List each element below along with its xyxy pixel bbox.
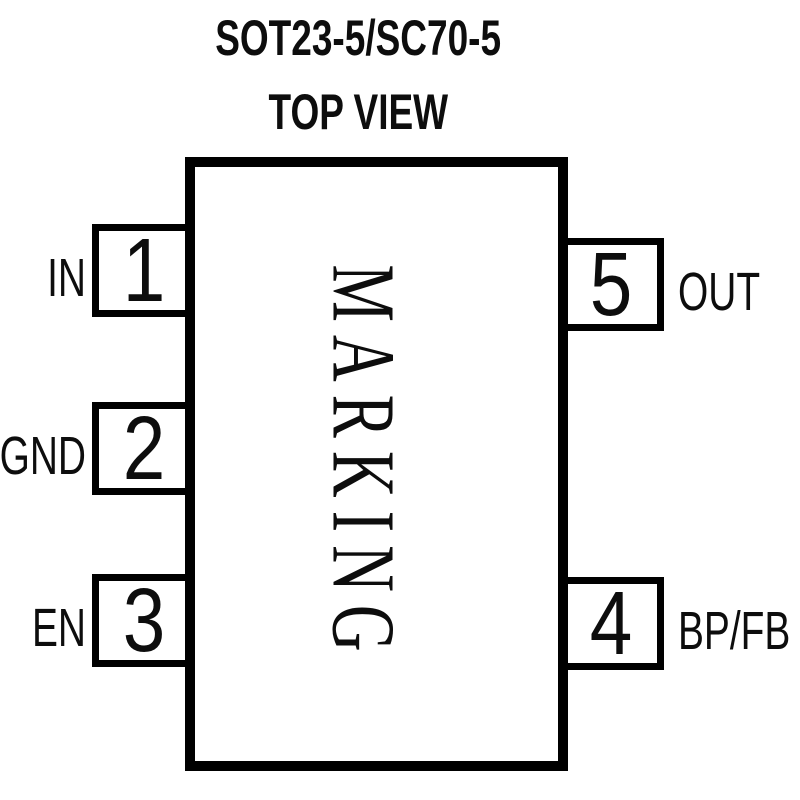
pin-name-gnd: GND (0, 409, 86, 502)
pin-name-gnd-text: GND (0, 425, 86, 486)
package-title-text: SOT23-5/SC70-5 (215, 10, 501, 66)
pin-box-1: 1 (92, 224, 196, 317)
pin-box-4: 4 (558, 577, 664, 670)
pin-number-1: 1 (122, 220, 166, 321)
pin-number-5: 5 (589, 234, 633, 335)
pin-name-en-text: EN (31, 597, 86, 658)
pin-name-out-text: OUT (678, 261, 761, 322)
package-body: MARKING (185, 157, 568, 771)
pin-name-in-text: IN (47, 247, 86, 308)
pin-number-4: 4 (589, 573, 633, 674)
pin-box-2: 2 (92, 402, 196, 495)
view-label-text: TOP VIEW (268, 84, 448, 140)
view-label: TOP VIEW (158, 82, 558, 142)
package-title: SOT23-5/SC70-5 (158, 8, 558, 68)
pin-number-2: 2 (122, 398, 166, 499)
pin-box-3: 3 (92, 574, 196, 667)
pin-name-en: EN (0, 581, 86, 674)
pin-name-in: IN (0, 231, 86, 324)
pin-name-out: OUT (678, 245, 798, 338)
pin-number-3: 3 (122, 570, 166, 671)
marking-text: MARKING (313, 263, 413, 665)
pin-name-bpfb-text: BP/FB (678, 600, 791, 661)
pin-box-5: 5 (558, 238, 664, 331)
pin-name-bpfb: BP/FB (678, 584, 798, 677)
